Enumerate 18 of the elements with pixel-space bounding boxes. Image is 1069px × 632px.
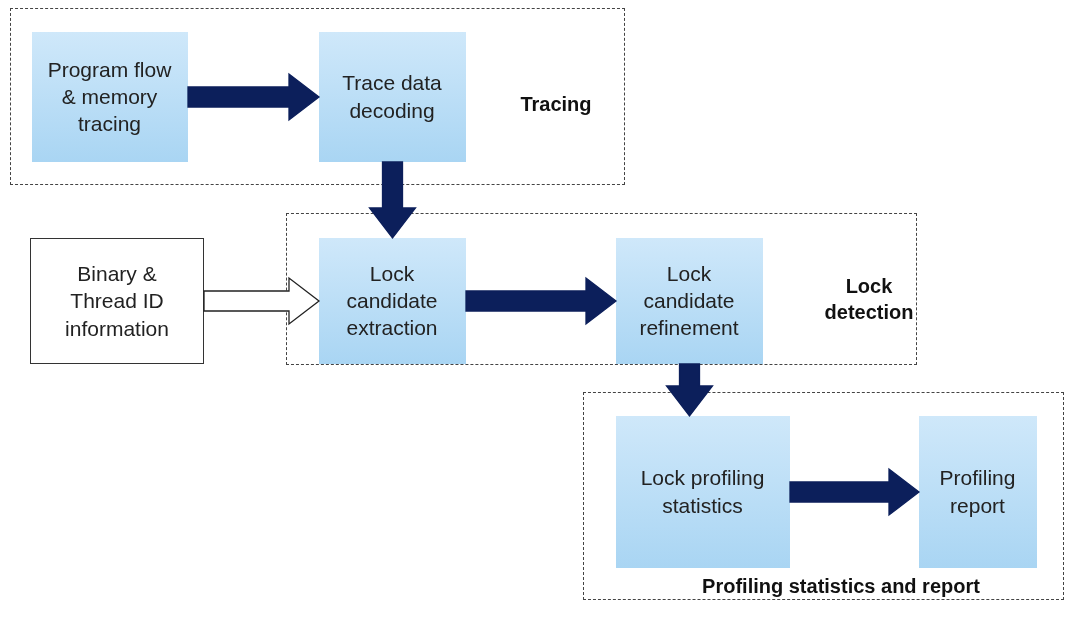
- group-label: Tracing: [519, 92, 593, 117]
- group-label: Lock detection: [823, 274, 915, 325]
- process-box: Trace data decoding: [318, 31, 466, 162]
- process-box: Lock candidate refinement: [615, 237, 763, 364]
- block-arrow: [368, 161, 417, 240]
- process-box: Lock candidate extraction: [318, 237, 466, 364]
- process-box: Lock profiling statistics: [615, 415, 790, 568]
- block-arrow: [187, 72, 321, 122]
- block-arrow: [789, 467, 921, 517]
- block-arrow: [665, 363, 714, 418]
- block-arrow: [203, 276, 321, 326]
- block-arrow: [465, 276, 618, 326]
- input-box: Binary & Thread ID information: [30, 238, 204, 364]
- process-box: Program flow & memory tracing: [31, 31, 188, 162]
- dashed-group-box: [10, 8, 625, 185]
- process-box: Profiling report: [918, 415, 1037, 568]
- dashed-group-box: [583, 392, 1064, 600]
- group-label: Profiling statistics and report: [701, 574, 981, 599]
